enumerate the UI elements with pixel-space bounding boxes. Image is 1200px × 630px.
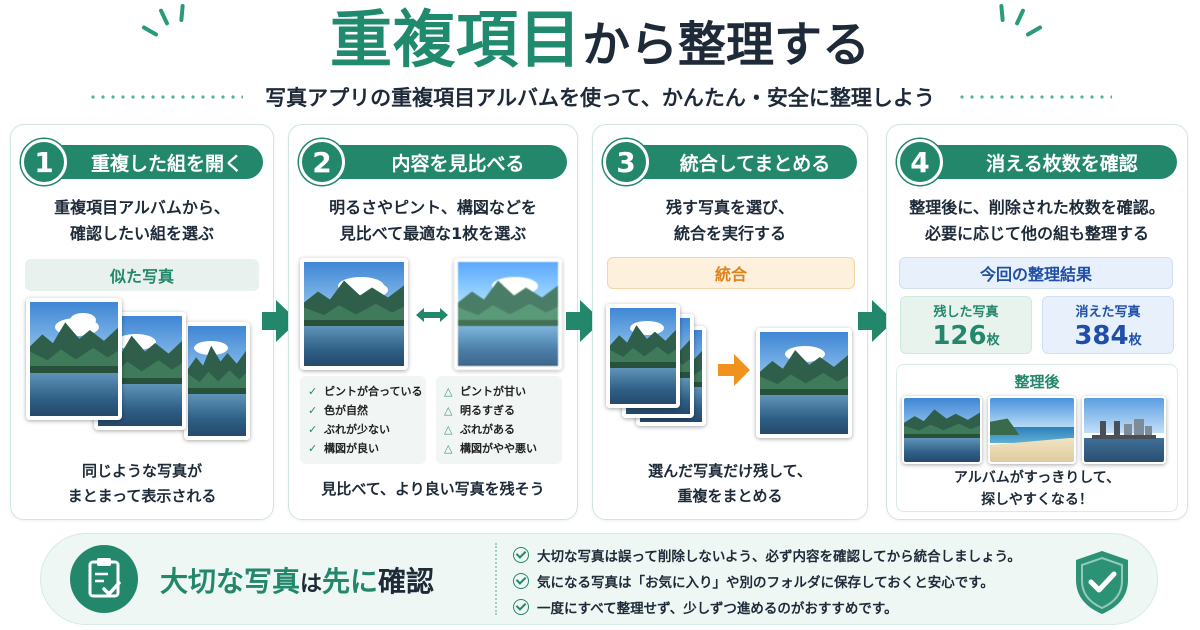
- tips-list: 大切な写真は誤って削除しないよう、必ず内容を確認してから統合しましょう。 気にな…: [513, 542, 1021, 620]
- step-desc-4-line1: 整理後に、削除された枚数を確認。: [909, 198, 1165, 217]
- step-header-2: 内容を見比べる 2: [299, 139, 567, 185]
- result-photo-beach[interactable]: [988, 396, 1076, 464]
- kept-photos-box: 残した写真 126枚: [900, 296, 1032, 354]
- step-bottom-4-line2: 探しやすくなる！: [981, 492, 1093, 508]
- clipboard-check-icon: [70, 545, 138, 613]
- step-number-4: 4: [897, 139, 943, 185]
- step-bottom-2: 見比べて、より良い写真を残そう: [321, 480, 545, 498]
- good-point: ✓構図が良い: [308, 442, 379, 455]
- stack-photo-front[interactable]: [606, 304, 680, 408]
- similar-photos-label: 似た写真: [25, 259, 259, 291]
- banner-title-part1: 大切な写真: [160, 565, 301, 598]
- kept-photos-value: 126枚: [932, 321, 1000, 351]
- step-bottom-3: 選んだ写真だけ残して、 重複をまとめる: [599, 459, 861, 509]
- orange-arrow-icon: [716, 352, 752, 388]
- step-header-1: 重複した組を開く 1: [21, 139, 263, 185]
- compare-photo-good[interactable]: [300, 258, 408, 370]
- title-green: 重複項目: [329, 3, 582, 76]
- step-bottom-3-line2: 重複をまとめる: [677, 487, 783, 505]
- step-desc-3-line2: 統合を実行する: [673, 224, 786, 243]
- banner-title: 大切な写真は先に確認: [160, 560, 434, 600]
- banner-title-part3: 先に: [322, 565, 379, 598]
- banner-divider: [495, 543, 497, 615]
- step-bottom-1: 同じような写真が まとまって表示される: [17, 459, 267, 509]
- step-bottom-4-line1: アルバムがすっきりして、: [953, 470, 1121, 486]
- bad-point: △構図がやや悪い: [444, 442, 537, 455]
- after-organize-box: 整理後 アルバムがすっきりして、 探しやすくなる！: [896, 364, 1178, 512]
- step-number-3: 3: [603, 139, 649, 185]
- result-photo-city[interactable]: [1082, 396, 1166, 464]
- banner-title-part4: 確認: [378, 565, 435, 598]
- step-bottom-1-line1: 同じような写真が: [81, 462, 202, 480]
- result-label: 今回の整理結果: [899, 257, 1173, 289]
- subtitle-row: 写真アプリの重複項目アルバムを使って、かんたん・安全に整理しよう: [0, 80, 1200, 114]
- good-point: ✓ピントが合っている: [308, 385, 423, 398]
- bad-point: △ピントが甘い: [444, 385, 526, 398]
- step-desc-4: 整理後に、削除された枚数を確認。 必要に応じて他の組も整理する: [893, 195, 1181, 247]
- bad-point: △ぶれがある: [444, 423, 515, 436]
- title-dark: から整理する: [582, 17, 871, 73]
- double-arrow-icon: [414, 306, 450, 324]
- step-title-1: 重複した組を開く: [45, 145, 263, 179]
- result-photo-lake[interactable]: [902, 396, 982, 464]
- subtitle: 写真アプリの重複項目アルバムを使って、かんたん・安全に整理しよう: [265, 86, 935, 110]
- step-bottom-4: アルバムがすっきりして、 探しやすくなる！: [903, 467, 1171, 511]
- step-title-2: 内容を見比べる: [323, 145, 567, 179]
- step-desc-1: 重複項目アルバムから、 確認したい組を選ぶ: [17, 195, 267, 247]
- removed-photos-label: 消えた写真: [1075, 305, 1141, 320]
- step-desc-2-line2: 見比べて最適な1枚を選ぶ: [339, 224, 527, 243]
- check-circle-icon: [513, 573, 529, 589]
- step-desc-1-line1: 重複項目アルバムから、: [54, 198, 230, 217]
- good-point: ✓色が自然: [308, 404, 368, 417]
- step-header-4: 消える枚数を確認 4: [897, 139, 1177, 185]
- removed-photos-box: 消えた写真 384枚: [1042, 296, 1174, 354]
- step-title-3: 統合してまとめる: [627, 145, 857, 179]
- bad-points-list: △ピントが甘い △明るすぎる △ぶれがある △構図がやや悪い: [436, 376, 562, 464]
- bad-point: △明るすぎる: [444, 404, 515, 417]
- banner-title-part2: は: [300, 572, 323, 597]
- check-circle-icon: [513, 599, 529, 615]
- step-bottom-3-line1: 選んだ写真だけ残して、: [648, 462, 812, 480]
- tips-banner: [40, 533, 1158, 625]
- check-circle-icon: [513, 547, 529, 563]
- step-desc-3: 残す写真を選び、 統合を実行する: [599, 195, 861, 247]
- kept-photos-label: 残した写真: [933, 305, 999, 320]
- step-number-2: 2: [299, 139, 345, 185]
- step-desc-2-line1: 明るさやピント、構図などを: [329, 198, 537, 217]
- after-organize-label: 整理後: [1014, 373, 1060, 391]
- tip-item: 一度にすべて整理せず、少しずつ進めるのがおすすめです。: [513, 594, 1021, 620]
- compare-photo-bad[interactable]: [454, 258, 562, 370]
- merged-photo[interactable]: [756, 328, 852, 438]
- step-desc-4-line2: 必要に応じて他の組も整理する: [924, 224, 1149, 243]
- step-title-4: 消える枚数を確認: [921, 145, 1177, 179]
- merge-label[interactable]: 統合: [607, 257, 855, 289]
- step-desc-1-line2: 確認したい組を選ぶ: [69, 224, 214, 243]
- similar-photo-1[interactable]: [26, 298, 122, 420]
- shield-check-icon: [1072, 548, 1132, 616]
- step-header-3: 統合してまとめる 3: [603, 139, 857, 185]
- tip-item: 大切な写真は誤って削除しないよう、必ず内容を確認してから統合しましょう。: [513, 542, 1021, 568]
- step-desc-3-line1: 残す写真を選び、: [665, 198, 794, 217]
- similar-photo-3[interactable]: [184, 322, 250, 440]
- step-number-1: 1: [21, 139, 67, 185]
- step-desc-2: 明るさやピント、構図などを 見比べて最適な1枚を選ぶ: [295, 195, 571, 247]
- good-point: ✓ぶれが少ない: [308, 423, 390, 436]
- removed-photos-value: 384枚: [1074, 321, 1142, 351]
- page-title: 重複項目から整理する: [0, 0, 1200, 78]
- good-points-list: ✓ピントが合っている ✓色が自然 ✓ぶれが少ない ✓構図が良い: [300, 376, 426, 464]
- dotted-divider-right: [956, 95, 1112, 99]
- tip-item: 気になる写真は「お気に入り」や別のフォルダに保存しておくと安心です。: [513, 568, 1021, 594]
- step-bottom-1-line2: まとまって表示される: [67, 487, 217, 505]
- dotted-divider-left: [88, 95, 244, 99]
